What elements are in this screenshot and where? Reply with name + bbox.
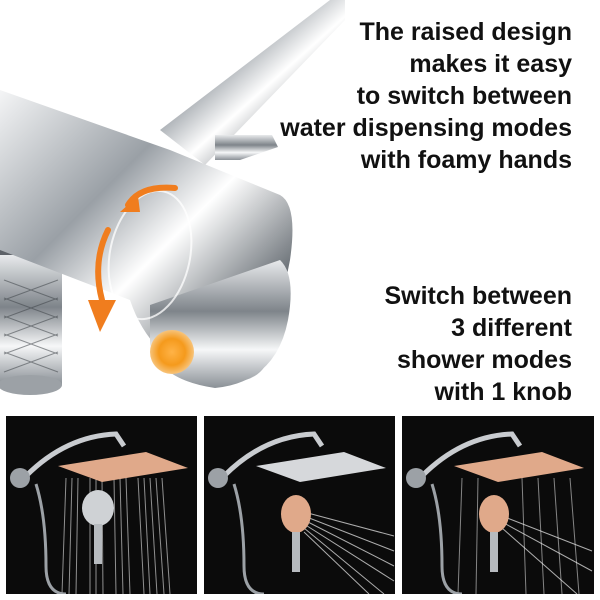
hose [34,483,67,594]
feature-caption-shower-modes: Switch between 3 different shower modes … [384,280,572,408]
rain-head-inactive [256,452,386,482]
mode-panel-handheld [204,416,395,594]
rain-mode-illustration [10,431,188,594]
handheld-handle [490,532,498,572]
caption-line: with foamy hands [360,146,572,174]
arrow-head-bottom [88,300,116,332]
dual-mode-illustration [406,431,593,594]
wall-mount [208,468,228,488]
caption-line: shower modes [396,346,572,374]
caption-line: makes it easy [409,50,572,78]
handheld-spray [501,515,593,594]
knob-indicator-dot [150,330,194,374]
rain-streams [61,477,171,594]
caption-line: water dispensing modes [280,114,572,142]
mode-panel-rain [6,416,197,594]
wall-mount [406,468,426,488]
handheld-handle [292,532,300,572]
hose [430,483,463,594]
handheld-head [82,490,114,526]
handheld-head-active [281,495,311,533]
handheld-mode-illustration [208,431,395,594]
arrow-head-top [120,196,140,212]
handheld-spray [303,511,395,594]
rain-streams [457,477,580,594]
rain-head-active [454,452,584,482]
shower-arm [160,0,345,165]
handheld-handle [94,524,102,564]
rain-head-active [58,452,188,482]
caption-line: to switch between [356,82,572,110]
diverter-knob-illustration [0,0,345,395]
handheld-head-active [479,495,509,533]
lever [215,135,278,160]
shower-mode-panels [6,416,594,594]
feature-caption-raised-design: The raised design makes it easy to switc… [280,16,572,176]
caption-line: with 1 knob [434,378,573,406]
caption-line: The raised design [359,18,572,46]
mode-panel-both [402,416,594,594]
caption-line: 3 different [451,314,572,342]
hose [232,483,265,594]
caption-line: Switch between [384,282,572,310]
rotation-arrow-icon [95,184,178,303]
wall-mount [10,468,30,488]
shower-arm [420,431,523,478]
shower-arm [222,431,325,478]
shower-arm [24,431,127,478]
rotation-ring [107,189,193,321]
